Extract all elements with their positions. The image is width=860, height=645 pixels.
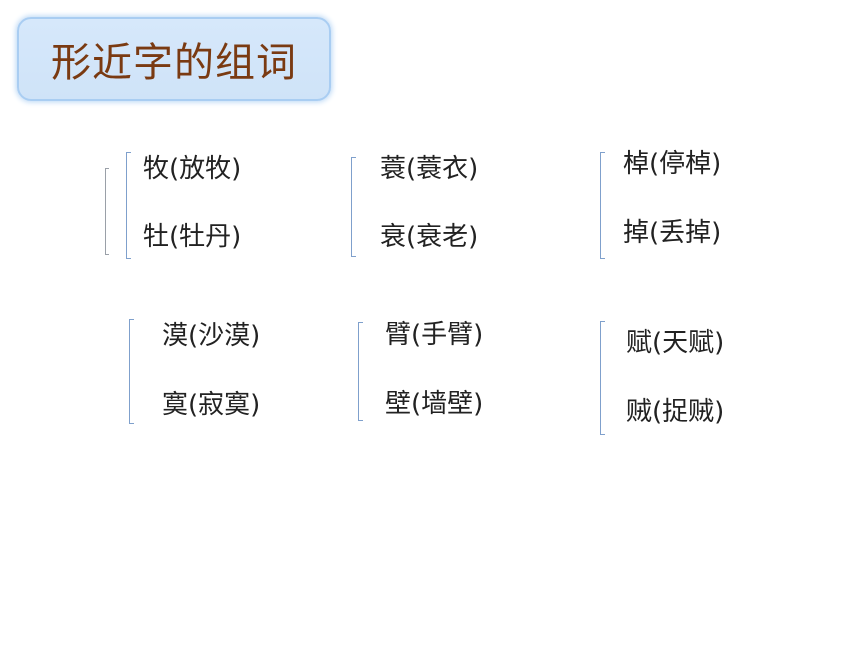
group-1-outer-bracket [105,168,109,255]
group-1-bracket [126,152,131,259]
page-title: 形近字的组词 [51,40,297,86]
group-5-word-a: 臂(手臂) [385,320,484,350]
group-4-bracket [129,319,134,424]
group-3-bracket [600,152,605,259]
group-2-word-a: 蓑(蓑衣) [380,154,479,184]
group-6-word-a: 赋(天赋) [626,328,725,358]
group-5-bracket [358,322,363,421]
group-1-word-b: 牡(牡丹) [143,222,242,252]
group-4-word-a: 漠(沙漠) [162,321,261,351]
group-3-word-b: 掉(丢掉) [623,218,722,248]
group-6-word-b: 贼(捉贼) [626,397,725,427]
group-2-word-b: 衰(衰老) [380,222,479,252]
group-5-word-b: 壁(墙壁) [385,389,484,419]
group-1-word-a: 牧(放牧) [143,154,242,184]
group-2-bracket [351,157,356,257]
title-box: 形近字的组词 [17,17,331,101]
group-3-word-a: 棹(停棹) [623,149,722,179]
group-4-word-b: 寞(寂寞) [162,390,261,420]
group-6-bracket [600,321,605,435]
